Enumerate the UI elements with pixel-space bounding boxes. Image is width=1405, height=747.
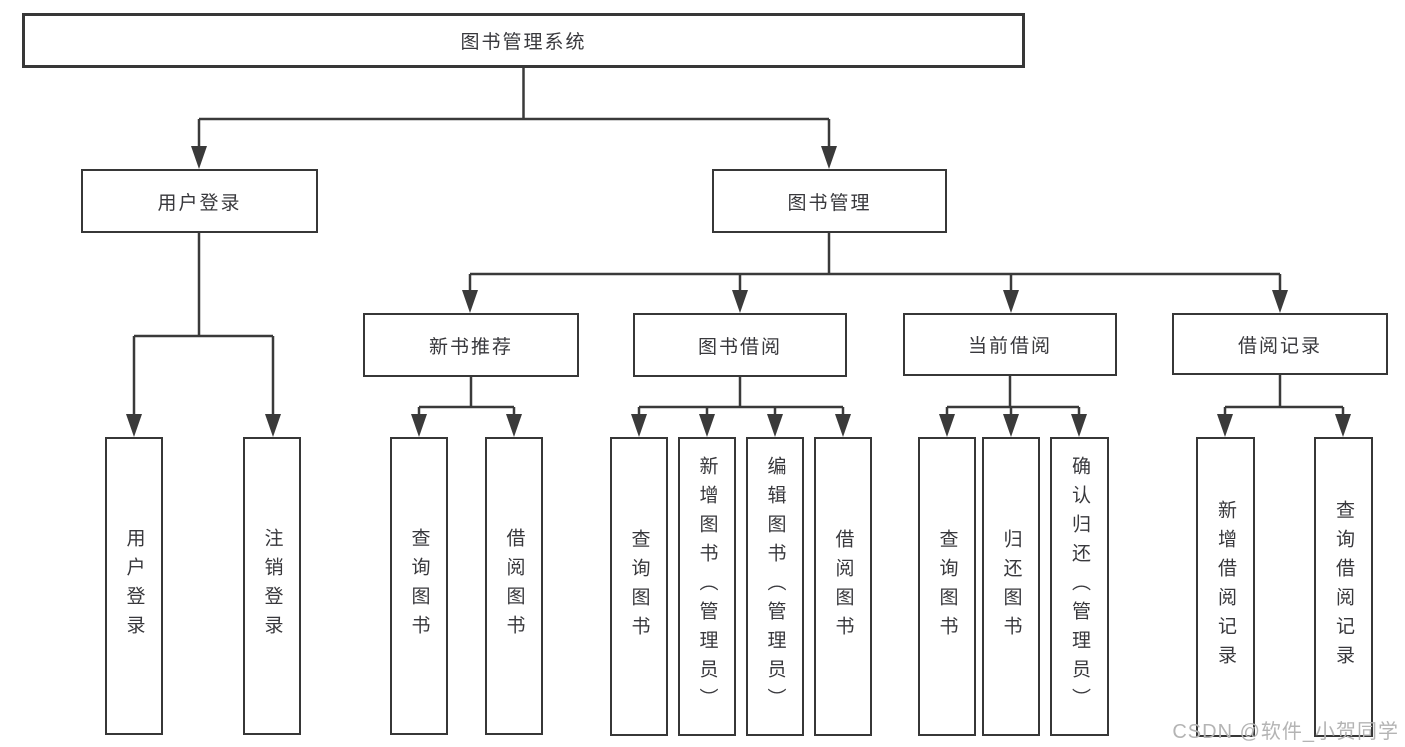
- leaf-recommend-borrow-book: 借阅图书: [485, 437, 543, 735]
- arrow-down-icon: [1272, 290, 1288, 313]
- leaf-recommend-query-book: 查询图书: [390, 437, 448, 735]
- arrow-down-icon: [506, 414, 522, 437]
- node-book-borrow: 图书借阅: [633, 313, 847, 377]
- arrow-down-icon: [1217, 414, 1233, 437]
- leaf-current-return-book: 归还图书: [982, 437, 1040, 736]
- node-borrow-records: 借阅记录: [1172, 313, 1388, 375]
- leaf-records-query-record: 查询借阅记录: [1314, 437, 1373, 737]
- csdn-watermark: CSDN @软件_小贺同学: [1172, 721, 1399, 743]
- arrow-down-icon: [411, 414, 427, 437]
- tree-edges: [132, 68, 1345, 418]
- arrow-down-icon: [767, 414, 783, 437]
- node-current-borrow: 当前借阅: [903, 313, 1117, 376]
- arrow-down-icon: [699, 414, 715, 437]
- leaf-current-query-book: 查询图书: [918, 437, 976, 736]
- leaf-records-add-record: 新增借阅记录: [1196, 437, 1255, 737]
- leaf-borrow-add-book-admin: 新增图书（管理员）: [678, 437, 736, 736]
- arrow-down-icon: [265, 414, 281, 437]
- node-new-book-recommend: 新书推荐: [363, 313, 579, 377]
- node-library-management-system: 图书管理系统: [22, 13, 1025, 68]
- arrow-down-icon: [732, 290, 748, 313]
- leaf-current-confirm-return-admin: 确认归还（管理员）: [1050, 437, 1109, 736]
- arrow-down-icon: [126, 414, 142, 437]
- arrow-down-icon: [1071, 414, 1087, 437]
- arrowheads: [126, 146, 1351, 437]
- leaf-borrow-borrow-book: 借阅图书: [814, 437, 872, 736]
- arrow-down-icon: [1003, 290, 1019, 313]
- leaf-borrow-query-book: 查询图书: [610, 437, 668, 736]
- arrow-down-icon: [191, 146, 207, 169]
- node-user-login: 用户登录: [81, 169, 318, 233]
- arrow-down-icon: [939, 414, 955, 437]
- arrow-down-icon: [1003, 414, 1019, 437]
- node-book-management: 图书管理: [712, 169, 947, 233]
- arrow-down-icon: [631, 414, 647, 437]
- arrow-down-icon: [1335, 414, 1351, 437]
- leaf-logout-login: 注销登录: [243, 437, 301, 735]
- arrow-down-icon: [821, 146, 837, 169]
- arrow-down-icon: [835, 414, 851, 437]
- leaf-user-login: 用户登录: [105, 437, 163, 735]
- arrow-down-icon: [462, 290, 478, 313]
- leaf-borrow-edit-book-admin: 编辑图书（管理员）: [746, 437, 804, 736]
